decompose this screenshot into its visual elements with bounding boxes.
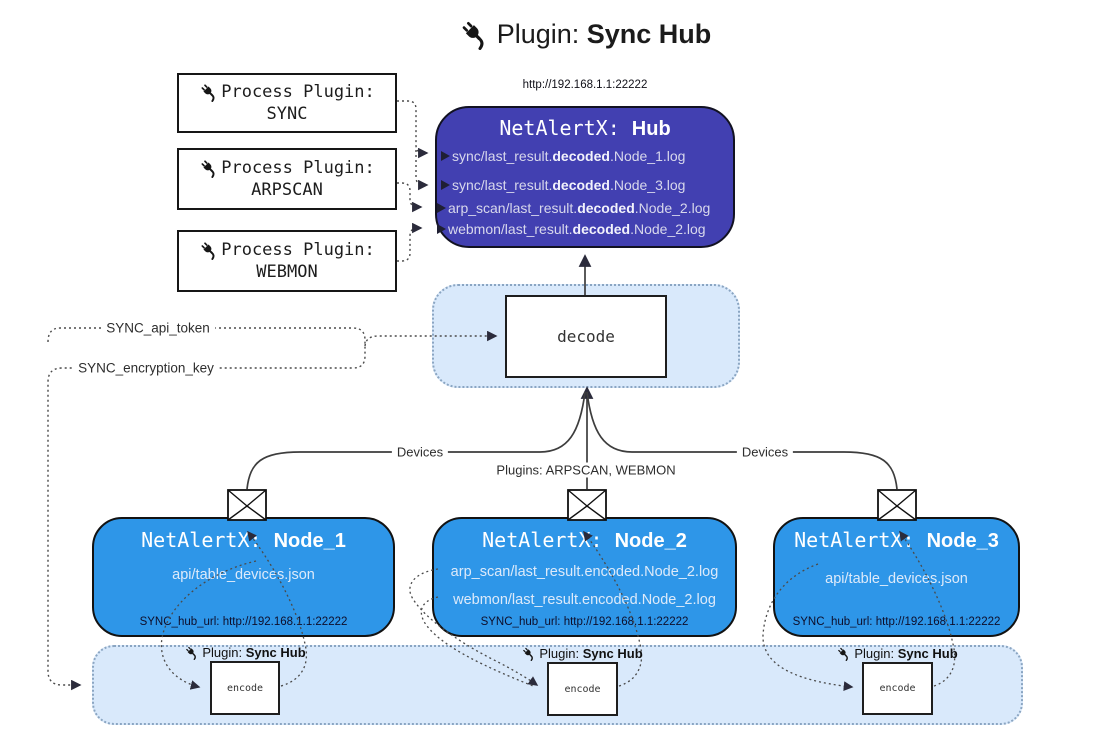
node-name: Node_3 [926,530,999,552]
node-name: Node_1 [273,530,346,552]
plug-icon [199,240,219,260]
edge-sync-to-hub-log2 [415,150,429,191]
encode-plugin-bold: Sync Hub [582,646,643,661]
hub-name-prefix: NetAlertX: [499,116,632,140]
devices-right-label: Devices [736,444,794,460]
decode-box: decode [505,295,667,378]
log-text: arp_scan/last_result. [448,200,578,216]
log-text: sync/last_result. [452,148,553,164]
node-hub-url: SYNC_hub_url: http://192.168.1.1:22222 [792,616,1001,628]
encode-plugin-label: Plugin: Sync Hub [521,646,643,661]
edge-arpscan-to-hub-log3 [397,182,423,213]
netalertx-node3-box: NetAlertX: Node_3 api/table_devices.json… [773,517,1020,637]
encode-box: encode [210,661,280,715]
encode-label: encode [226,682,264,694]
envelope-icon [227,489,267,521]
log-arrow-icon [441,151,450,161]
process-plugin-name: ARPSCAN [251,180,323,200]
log-arrow-icon [441,180,450,190]
node-name: Node_2 [614,530,687,552]
hub-name: Hub [631,118,671,140]
hub-log-row: webmon/last_result.decoded.Node_2.log [437,221,729,237]
log-text-bold: decoded [552,148,610,164]
hub-log-row: sync/last_result.decoded.Node_3.log [441,177,729,193]
log-text: .Node_1.log [609,148,686,164]
log-text: sync/last_result. [452,177,553,193]
log-arrow-icon [437,203,446,213]
process-plugin-sync-box: Process Plugin: SYNC [177,73,397,133]
process-plugin-webmon-box: Process Plugin: WEBMON [177,230,397,292]
encode-label: encode [879,683,916,694]
decode-label: decode [557,327,615,346]
node-file: api/table_devices.json [172,567,315,583]
netalertx-hub-box: NetAlertX: Hub sync/last_result.decoded.… [435,106,735,248]
encode-plugin-bold: Sync Hub [897,646,958,661]
sync-encryption-key-label: SYNC_encryption_key [73,360,219,376]
plug-icon [199,158,219,178]
encode-plugin-label: Plugin: Sync Hub [836,646,958,661]
encode-box: encode [862,662,933,715]
node-name-prefix: NetAlertX: [482,528,615,552]
edge-webmon-to-hub-log4 [397,222,423,262]
page-title-bold: Sync Hub [586,18,712,49]
log-arrow-icon [437,224,446,234]
envelope-icon [877,489,917,521]
page-title: Plugin: Sync Hub [459,18,712,50]
plug-icon [199,82,219,102]
encode-plugin-text: Plugin: [539,646,583,661]
encode-label: encode [564,683,601,695]
hub-log-row: sync/last_result.decoded.Node_1.log [441,148,729,164]
log-text: .Node_2.log [630,221,706,237]
process-plugin-title: Process Plugin: [221,240,375,260]
plug-icon [459,18,491,50]
node-name-prefix: NetAlertX: [794,528,927,552]
node-file: arp_scan/last_result.encoded.Node_2.log [450,564,719,580]
node-file: webmon/last_result.encoded.Node_2.log [453,592,716,608]
netalertx-node2-box: NetAlertX: Node_2 arp_scan/last_result.e… [432,517,737,637]
netalertx-node1-box: NetAlertX: Node_1 api/table_devices.json… [92,517,395,637]
edge-sync-to-hub-log1 [397,100,429,159]
process-plugin-arpscan-box: Process Plugin: ARPSCAN [177,148,397,210]
process-plugin-title: Process Plugin: [221,82,375,102]
log-text-bold: decoded [572,221,631,237]
plug-icon [184,645,199,660]
log-text-bold: decoded [552,177,610,193]
log-text: webmon/last_result. [448,221,573,237]
encode-plugin-label: Plugin: Sync Hub [184,645,306,660]
page-title-text: Plugin: [496,18,587,49]
log-text: .Node_2.log [634,200,711,216]
devices-left-label: Devices [391,444,449,460]
envelope-icon [567,489,607,521]
encode-plugin-bold: Sync Hub [245,645,306,660]
encode-box: encode [547,662,618,716]
log-text: .Node_3.log [609,177,686,193]
node-hub-url: SYNC_hub_url: http://192.168.1.1:22222 [139,616,348,628]
node-hub-url: SYNC_hub_url: http://192.168.1.1:22222 [480,616,689,628]
sync-api-token-label: SYNC_api_token [101,320,215,336]
process-plugin-name: WEBMON [256,262,318,282]
plug-icon [521,646,536,661]
plug-icon [836,646,851,661]
node-name-prefix: NetAlertX: [141,528,274,552]
hub-log-row: arp_scan/last_result.decoded.Node_2.log [437,200,729,216]
log-text-bold: decoded [577,200,635,216]
process-plugin-title: Process Plugin: [221,158,375,178]
node-file: api/table_devices.json [825,571,968,587]
encode-plugin-text: Plugin: [854,646,898,661]
plugins-middle-label: Plugins: ARPSCAN, WEBMON [491,462,681,478]
encode-plugin-text: Plugin: [202,645,246,660]
hub-url-label: http://192.168.1.1:22222 [522,79,648,91]
process-plugin-name: SYNC [266,104,308,124]
